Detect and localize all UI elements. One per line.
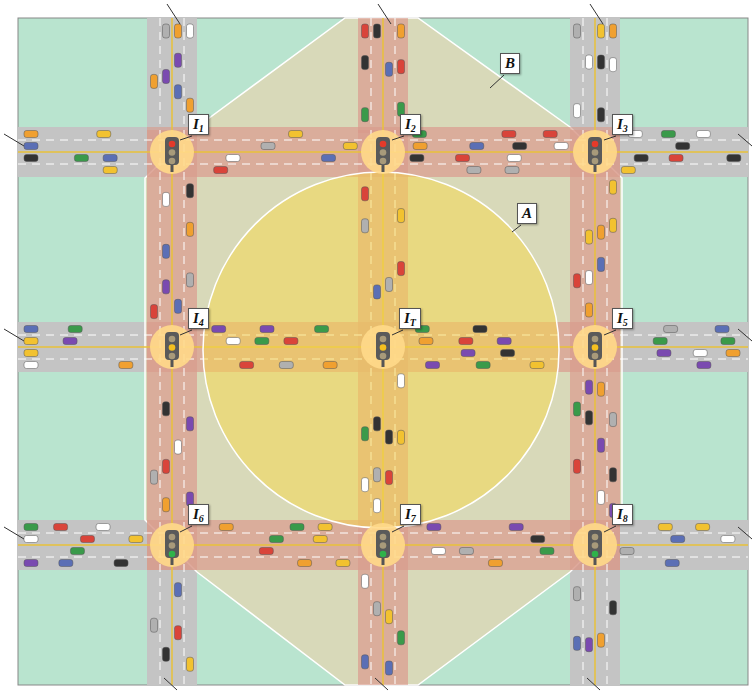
leader-lines [180,75,616,532]
traffic-light [361,325,405,369]
traffic-light [573,523,617,567]
traffic-light [150,325,194,369]
callout-label: I8 [612,504,633,525]
callout-label: I4 [188,308,209,329]
region-a [203,172,559,528]
traffic-lights [150,130,617,567]
callout-label: B [500,53,520,74]
callout-label: I3 [612,114,633,135]
callout-label: I7 [400,504,421,525]
traffic-light [573,325,617,369]
traffic-light [361,130,405,174]
callout-label: A [517,203,537,224]
callout-label: I2 [400,114,421,135]
congested-roads [147,18,620,685]
traffic-light [361,523,405,567]
cars [24,24,741,675]
roads [18,18,748,685]
callout-label: I1 [188,114,209,135]
region-b [145,18,622,685]
traffic-light [573,130,617,174]
traffic-light [150,523,194,567]
lane-markings [18,18,748,685]
ground [18,18,748,685]
callout-label: IT [399,308,421,329]
edge-ticks [4,4,752,690]
traffic-light [150,130,194,174]
callout-label: I6 [188,504,209,525]
callout-label: I5 [612,308,633,329]
